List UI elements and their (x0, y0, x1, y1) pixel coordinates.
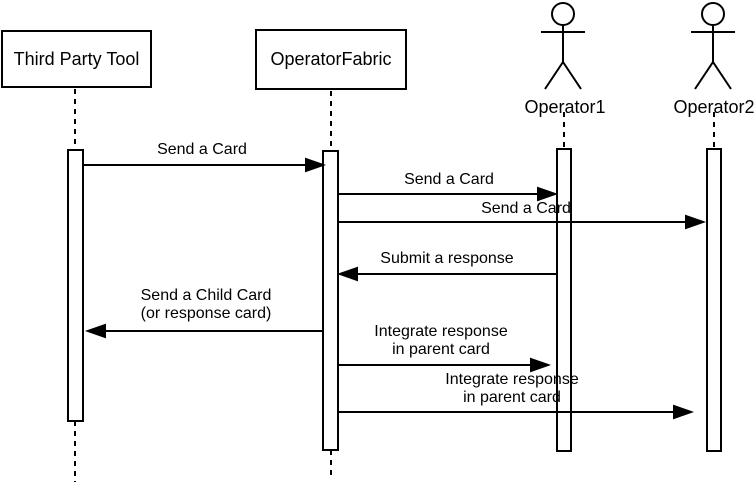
arrowhead-right-icon (673, 404, 695, 420)
message-arrow-submit-a-response (336, 266, 557, 282)
arrowhead-right-icon (537, 186, 559, 202)
activation-bar-third-party-tool (67, 149, 84, 422)
activation-bar-operator2 (706, 148, 722, 452)
arrowhead-right-icon (685, 214, 707, 230)
message-label-submit-a-response: Submit a response (380, 250, 514, 267)
participant-name: OperatorFabric (270, 49, 392, 69)
activation-bar-operator1 (556, 148, 572, 452)
arrowhead-right-icon (530, 357, 552, 373)
actor-figure-operator1 (541, 2, 585, 90)
arrowhead-left-icon (336, 266, 358, 282)
actor-head-icon (701, 2, 725, 26)
message-arrow-send-a-child-card (84, 323, 323, 339)
actor-head-icon (551, 2, 575, 26)
actor-label-operator1: Operator1 (524, 97, 606, 117)
message-arrow-integrate-response-2 (338, 404, 695, 420)
message-arrow-send-a-card-2 (338, 186, 559, 202)
arrowhead-left-icon (84, 323, 106, 339)
participant-name: Third Party Tool (13, 48, 140, 69)
message-arrow-send-a-card-3 (338, 214, 707, 230)
actor-label-operator2: Operator2 (673, 97, 755, 117)
message-label-send-a-card-2: Send a Card (404, 171, 494, 188)
participant-box-third-party-tool: Third Party Tool (1, 30, 152, 88)
message-label-integrate-response-2: Integrate response in parent card (445, 371, 579, 406)
message-label-integrate-response-1: Integrate response in parent card (374, 323, 508, 358)
message-label-send-a-card-3: Send a Card (481, 200, 571, 217)
message-arrow-integrate-response-1 (338, 357, 552, 373)
participant-box-operatorfabric: OperatorFabric (255, 29, 407, 90)
arrowhead-right-icon (305, 157, 327, 173)
activation-bar-operatorfabric (322, 150, 339, 451)
message-label-send-a-card-1: Send a Card (157, 141, 247, 158)
message-label-send-a-child-card: Send a Child Card (or response card) (140, 287, 272, 322)
message-arrow-send-a-card-1 (83, 157, 327, 173)
actor-figure-operator2 (691, 2, 735, 90)
